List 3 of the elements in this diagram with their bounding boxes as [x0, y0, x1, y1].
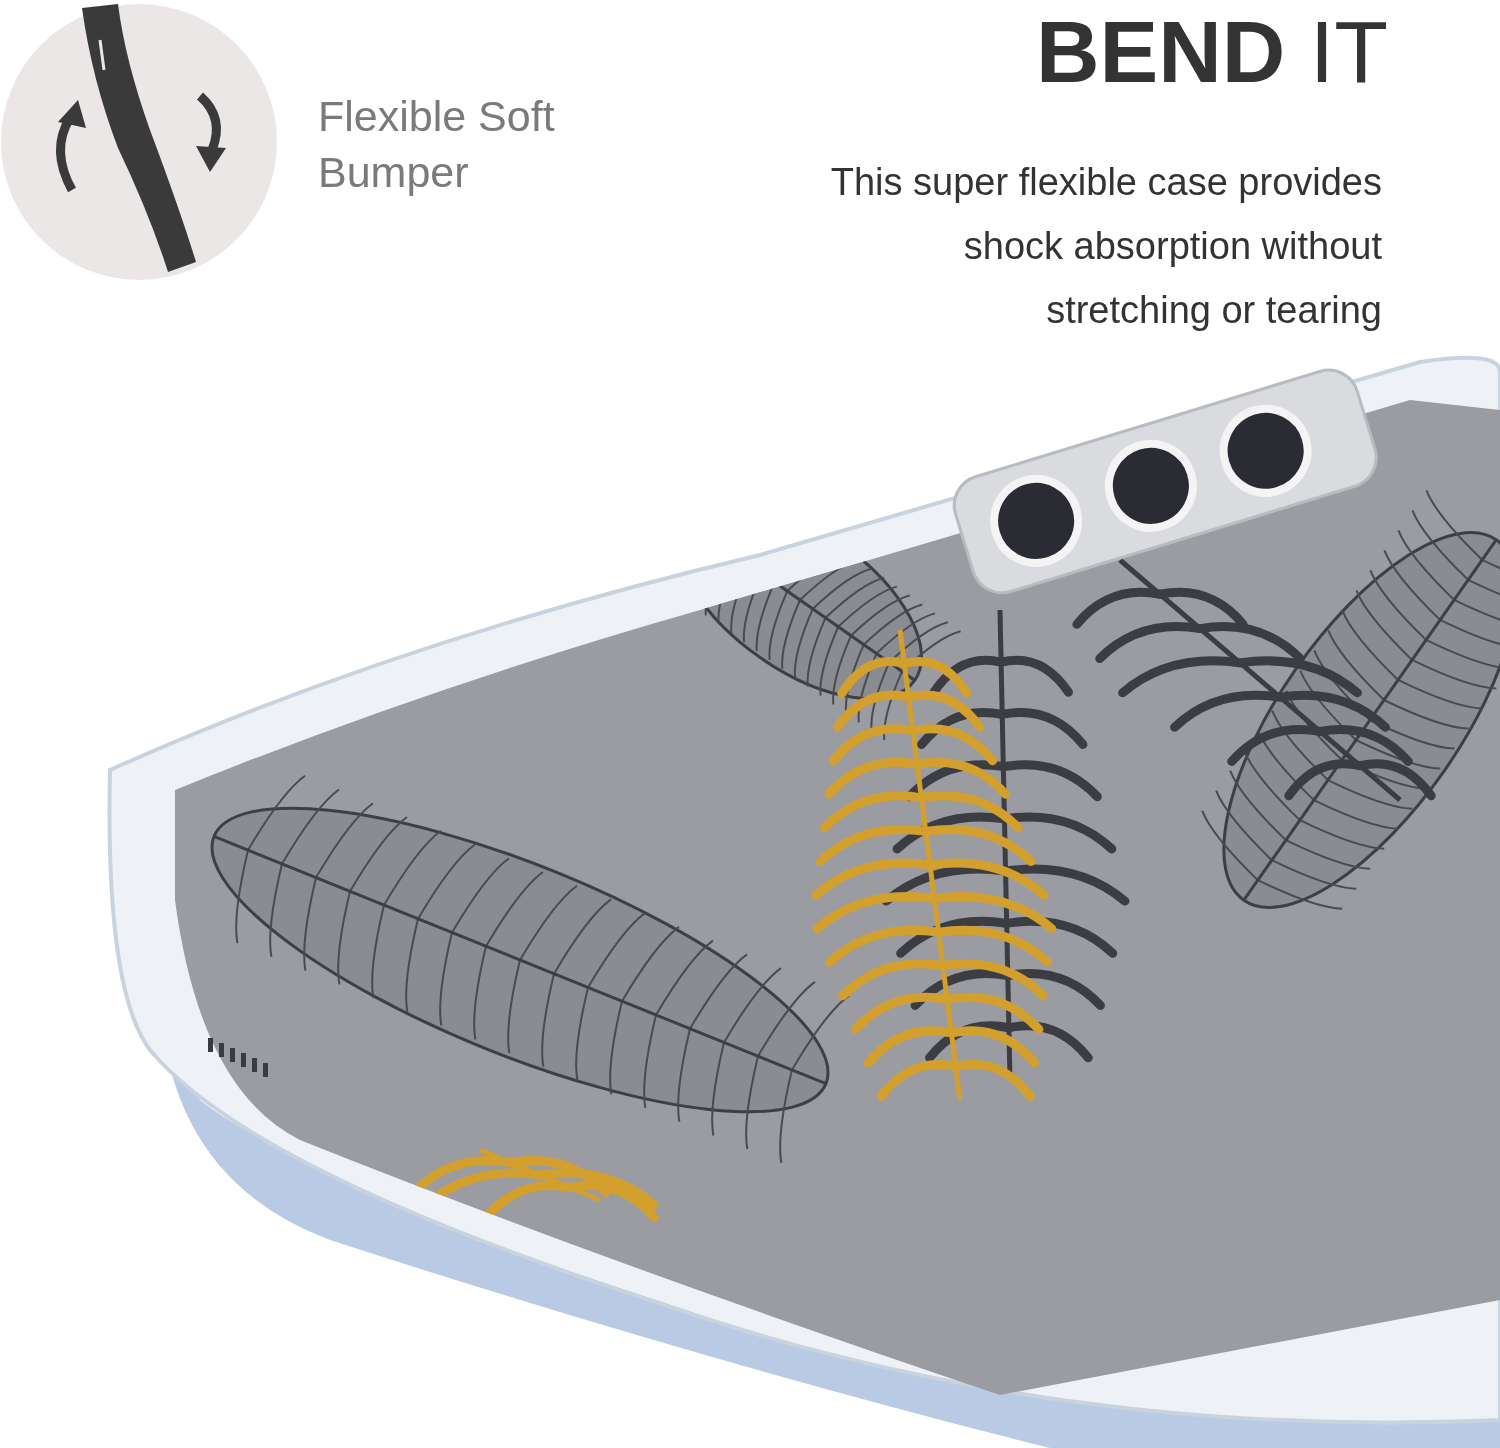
feature-label: Flexible Soft Bumper	[318, 91, 556, 198]
description-text: This super flexible case provides shock absorption without stretching or tearing	[829, 160, 1382, 333]
heading: BEND IT	[1036, 4, 1388, 100]
